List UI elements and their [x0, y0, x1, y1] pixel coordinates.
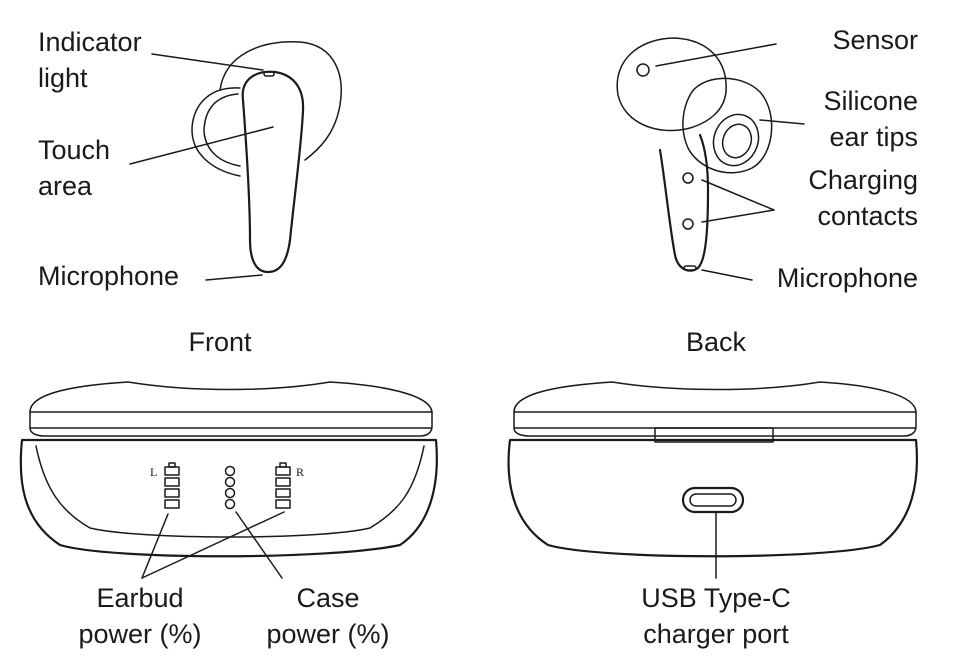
charging-contacts-label-line-2: contacts [817, 201, 918, 231]
earbud-power-label: Earbud power (%) [60, 580, 220, 652]
usb-c-port-inner [689, 493, 737, 507]
back-case-lid-band [513, 411, 917, 437]
left-battery-bar-3 [164, 488, 180, 498]
case-power-leader [235, 511, 283, 579]
front-view-title: Front [188, 327, 252, 357]
indicator-light-leader [151, 53, 264, 71]
usb-c-port-icon [681, 486, 745, 514]
touch-area-label-line-1: Touch [38, 135, 111, 165]
case-led-4 [224, 498, 236, 510]
back-earbud [616, 37, 805, 281]
back-ear-tip-outer [682, 77, 773, 174]
front-microphone-label: Microphone [38, 261, 180, 291]
touch-area-leader [129, 126, 274, 165]
case-power-label-line-1: Case [296, 583, 360, 613]
indicator-light-label-line-1: Indicator [38, 27, 142, 57]
back-case-lid-top [513, 381, 917, 413]
ear-tips-leader [759, 119, 805, 125]
right-battery-bar-3 [275, 488, 291, 498]
case-led-2 [224, 476, 236, 488]
indicator-light-label-line-2: light [38, 63, 88, 93]
front-microphone-leader [205, 274, 263, 281]
silicone-ear-tips-label: Silicone ear tips [780, 83, 918, 155]
indicator-light-icon [263, 71, 275, 77]
charging-contacts-label-line-1: Charging [808, 165, 918, 195]
charging-contact-bottom [682, 218, 694, 230]
left-battery-bar-4 [164, 499, 180, 509]
right-battery-bar-1 [275, 466, 291, 476]
left-battery-letter: L [150, 465, 157, 479]
front-ear-tip-inner [203, 93, 241, 167]
front-earbud-stem [241, 70, 305, 274]
back-case-base [507, 438, 919, 558]
earbud-power-leader-right [141, 511, 285, 579]
back-earbud-head [616, 37, 727, 132]
right-battery-letter: R [296, 465, 304, 479]
charging-contacts-label: Charging contacts [760, 162, 918, 234]
sensor-leader [655, 43, 777, 67]
back-microphone-icon [683, 265, 697, 271]
case-power-label-line-2: power (%) [266, 619, 390, 649]
back-earbud-stem [658, 133, 710, 272]
back-microphone-label: Microphone [776, 263, 918, 293]
usb-port-label-line-1: USB Type-C [641, 583, 791, 613]
charging-contact-leader-bottom [701, 209, 775, 223]
touch-area-label: Touch area [38, 132, 110, 204]
case-power-label: Case power (%) [248, 580, 408, 652]
ear-tip-opening [712, 113, 760, 167]
left-battery-bar-1 [164, 466, 180, 476]
case-led-3 [224, 487, 236, 499]
front-earbud-head [219, 41, 342, 161]
usb-port-label-line-2: charger port [643, 619, 789, 649]
touch-area-label-line-2: area [38, 171, 93, 201]
back-view-title: Back [685, 327, 747, 357]
right-battery-bar-2 [275, 477, 291, 487]
front-case-lid-top [29, 381, 433, 413]
right-battery-bar-4 [275, 499, 291, 509]
earbud-power-label-line-1: Earbud [96, 583, 184, 613]
charging-contact-leader-top [701, 179, 775, 211]
back-case [507, 381, 919, 579]
ear-tips-label-line-1: Silicone [823, 86, 918, 116]
charging-contact-top [682, 172, 694, 184]
sensor-label: Sensor [832, 25, 918, 55]
earbud-power-leader-left [141, 513, 169, 579]
case-hinge [654, 427, 774, 443]
left-battery-bar-2 [164, 477, 180, 487]
ear-tip-nozzle [721, 123, 753, 159]
back-microphone-leader [701, 269, 753, 281]
front-case-inner-rim [35, 445, 425, 538]
front-ear-tip-outer [191, 87, 241, 177]
front-earbud [129, 41, 342, 281]
front-case: L R [19, 381, 438, 579]
ear-tips-label-line-2: ear tips [829, 122, 918, 152]
earbud-power-label-line-2: power (%) [78, 619, 202, 649]
front-case-lid-band [29, 411, 433, 437]
case-led-1 [224, 465, 236, 477]
indicator-light-label: Indicator light [38, 24, 142, 96]
sensor-icon [636, 63, 650, 77]
usb-port-label: USB Type-C charger port [616, 580, 816, 652]
front-case-base [19, 438, 438, 558]
